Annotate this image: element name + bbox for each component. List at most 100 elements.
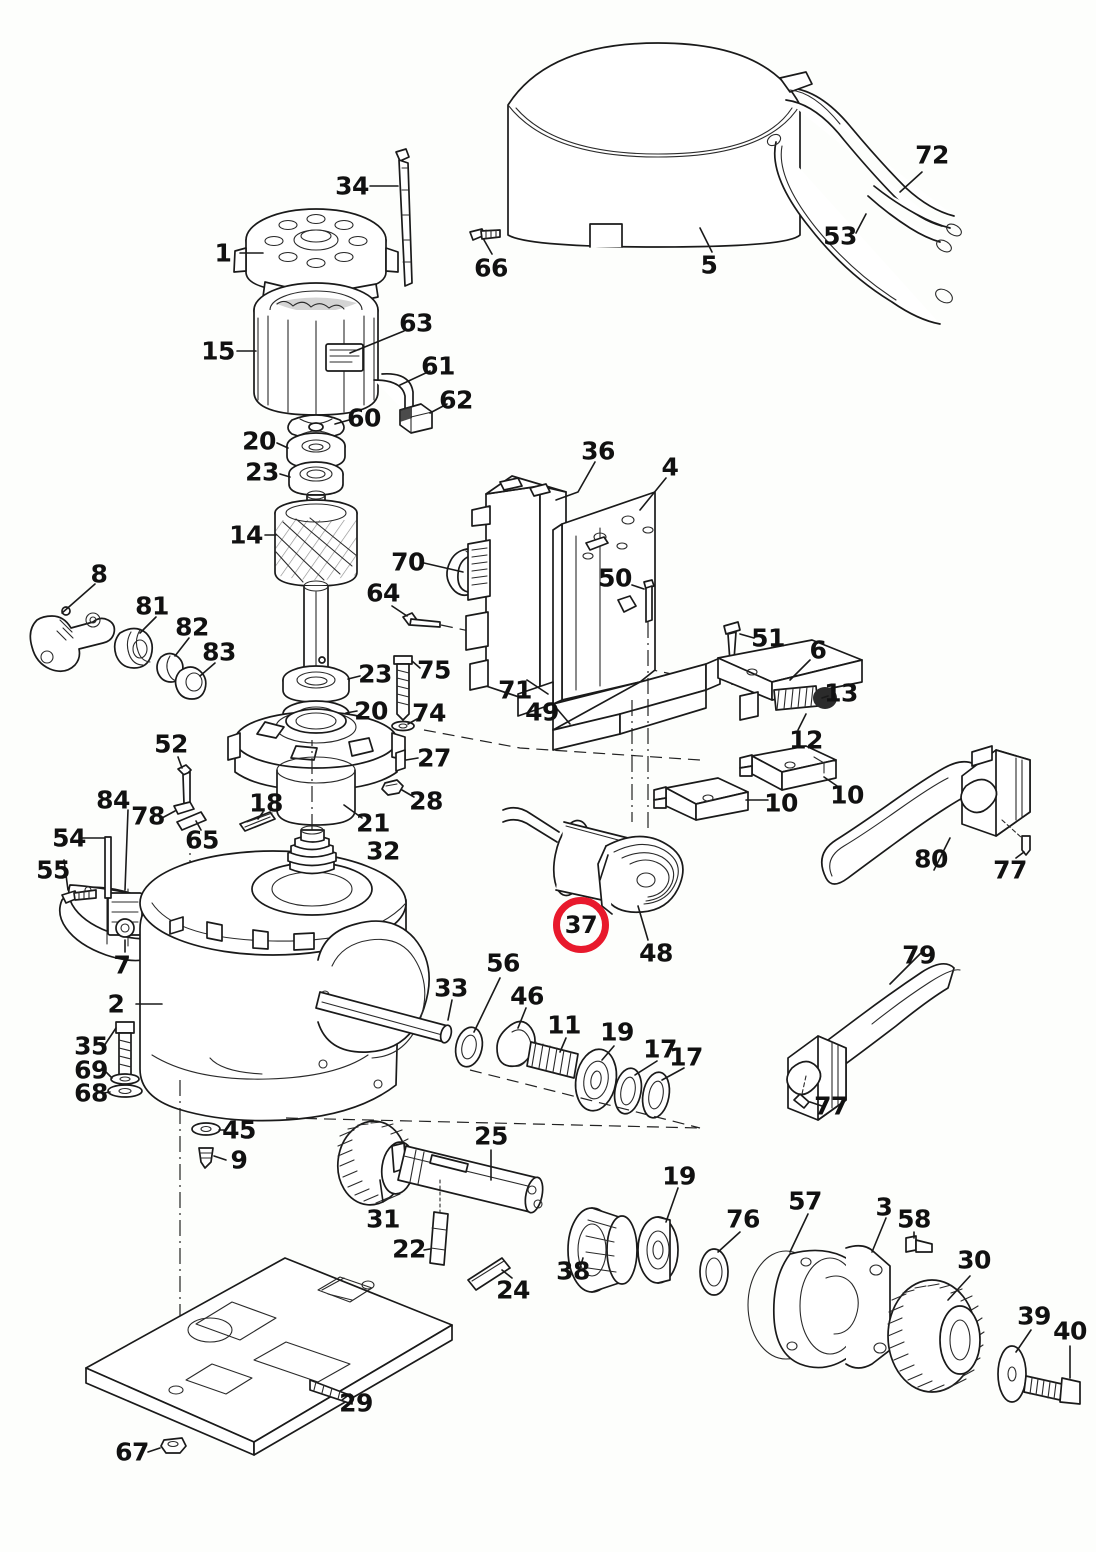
callout-78: 78 bbox=[131, 801, 165, 831]
callout-75: 75 bbox=[417, 655, 451, 685]
callout-18: 18 bbox=[249, 788, 283, 818]
callout-82: 82 bbox=[175, 612, 209, 642]
highlight-ring-part-37 bbox=[553, 897, 609, 953]
callout-32: 32 bbox=[366, 836, 400, 866]
callout-60: 60 bbox=[347, 403, 381, 433]
part-77-pin-upper bbox=[1001, 819, 1031, 859]
part-55-screw bbox=[61, 859, 97, 904]
part-72-wire-harness bbox=[779, 71, 962, 253]
part-46-knob bbox=[496, 1007, 536, 1068]
part-8-key bbox=[29, 583, 116, 673]
callout-53: 53 bbox=[823, 221, 857, 251]
part-50-screw bbox=[631, 579, 655, 700]
part-9-plug bbox=[198, 1147, 227, 1169]
callout-65: 65 bbox=[185, 825, 219, 855]
callout-23-lower: 23 bbox=[358, 659, 392, 689]
callout-54: 54 bbox=[52, 823, 86, 853]
callout-17-b: 17 bbox=[669, 1042, 703, 1072]
part-76-washer bbox=[699, 1231, 741, 1296]
part-39-washer bbox=[997, 1329, 1032, 1403]
callout-64: 64 bbox=[366, 578, 400, 608]
part-13-knob bbox=[813, 687, 837, 709]
callout-1: 1 bbox=[214, 238, 232, 268]
part-17-shim-a bbox=[613, 1060, 658, 1115]
callout-14: 14 bbox=[229, 520, 263, 550]
callout-49: 49 bbox=[525, 697, 559, 727]
callout-62: 62 bbox=[439, 385, 473, 415]
callout-63: 63 bbox=[399, 308, 433, 338]
part-25-shaft bbox=[397, 1145, 544, 1214]
callout-23-upper: 23 bbox=[245, 457, 279, 487]
callout-29: 29 bbox=[339, 1388, 373, 1418]
callout-2: 2 bbox=[107, 989, 125, 1019]
callout-69: 69 bbox=[74, 1055, 108, 1085]
callout-40: 40 bbox=[1053, 1316, 1087, 1346]
part-17-shim-b bbox=[285, 1067, 701, 1129]
callout-10-upper: 10 bbox=[830, 780, 864, 810]
part-4-bracket bbox=[517, 477, 721, 751]
callout-38: 38 bbox=[556, 1256, 590, 1286]
callout-72: 72 bbox=[915, 140, 949, 170]
callout-8: 8 bbox=[90, 559, 108, 589]
part-56-washer bbox=[454, 977, 501, 1068]
part-19-bearing-mid bbox=[574, 1045, 618, 1112]
callout-20-upper: 20 bbox=[242, 426, 276, 456]
part-74-washer bbox=[391, 718, 418, 732]
part-1-motor-end-cap bbox=[233, 208, 399, 305]
part-66-screw bbox=[469, 228, 501, 255]
callout-74: 74 bbox=[412, 698, 446, 728]
callout-58: 58 bbox=[897, 1204, 931, 1234]
callout-27: 27 bbox=[417, 743, 451, 773]
callout-77-upper: 77 bbox=[993, 855, 1027, 885]
part-80-handle bbox=[820, 745, 1031, 885]
part-14-armature-shaft bbox=[264, 490, 358, 671]
callout-31: 31 bbox=[366, 1204, 400, 1234]
part-52-pin bbox=[177, 756, 192, 805]
part-30-gear bbox=[887, 1275, 985, 1393]
callout-19-mid: 19 bbox=[600, 1017, 634, 1047]
part-3-end-cap bbox=[772, 1217, 891, 1369]
callout-34: 34 bbox=[335, 171, 369, 201]
callout-80: 80 bbox=[914, 844, 948, 874]
callout-81: 81 bbox=[135, 591, 169, 621]
part-67-nut bbox=[147, 1437, 187, 1454]
part-23-bearing-lower bbox=[282, 665, 361, 703]
callout-55: 55 bbox=[36, 855, 70, 885]
part-48-clamp bbox=[597, 835, 684, 941]
callout-7: 7 bbox=[113, 950, 131, 980]
part-35-bolt bbox=[103, 1021, 135, 1076]
part-28-nut bbox=[381, 779, 415, 798]
callout-61: 61 bbox=[421, 351, 455, 381]
part-10-switch-upper bbox=[739, 745, 841, 791]
part-2-main-housing bbox=[135, 825, 430, 1420]
callout-33: 33 bbox=[434, 973, 468, 1003]
callout-12: 12 bbox=[789, 725, 823, 755]
callout-76: 76 bbox=[726, 1204, 760, 1234]
callout-84: 84 bbox=[96, 785, 130, 815]
callout-10-lower: 10 bbox=[764, 788, 798, 818]
part-10-switch-lower bbox=[653, 777, 769, 821]
part-79-handle bbox=[786, 951, 961, 1121]
part-75-screw bbox=[393, 655, 421, 721]
callout-35: 35 bbox=[74, 1031, 108, 1061]
callout-52: 52 bbox=[154, 729, 188, 759]
part-69-washer bbox=[103, 1069, 140, 1085]
part-15-motor-body bbox=[236, 282, 405, 416]
part-54-rod bbox=[81, 836, 112, 899]
callout-46: 46 bbox=[510, 981, 544, 1011]
callout-19-lower: 19 bbox=[662, 1161, 696, 1191]
part-24-pin bbox=[467, 1257, 513, 1291]
callout-51: 51 bbox=[751, 623, 785, 653]
part-21-gear-housing-top bbox=[227, 708, 406, 826]
part-27-key bbox=[395, 749, 419, 772]
callout-6: 6 bbox=[809, 635, 827, 665]
part-33-shaft bbox=[315, 991, 453, 1044]
callout-30: 30 bbox=[957, 1245, 991, 1275]
part-19-bearing-lower bbox=[637, 1187, 679, 1284]
callout-24: 24 bbox=[496, 1275, 530, 1305]
callout-11: 11 bbox=[547, 1010, 581, 1040]
callout-68: 68 bbox=[74, 1078, 108, 1108]
callout-79: 79 bbox=[902, 940, 936, 970]
callout-20-lower: 20 bbox=[354, 696, 388, 726]
callout-50: 50 bbox=[598, 563, 632, 593]
